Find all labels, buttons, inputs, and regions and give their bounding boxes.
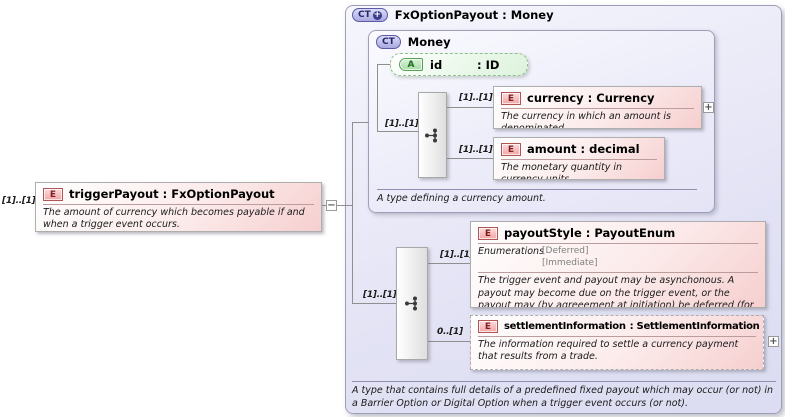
annotation-text: A type defining a currency amount.: [377, 193, 546, 204]
separator: [501, 159, 657, 160]
complex-type-badge-icon: CT: [376, 35, 401, 49]
element-badge-icon: E: [501, 91, 521, 105]
connector-line: [428, 341, 470, 342]
separator: [377, 189, 697, 190]
element-name: payoutStyle: [504, 226, 582, 240]
element-payoutstyle[interactable]: E payoutStyle : PayoutEnum Enumerations …: [470, 221, 766, 308]
enumerations-label: Enumerations: [478, 246, 545, 257]
connector-line: [447, 158, 493, 159]
element-currency[interactable]: E currency : Currency The currency in wh…: [493, 86, 702, 129]
element-settlementinformation[interactable]: E settlementInformation : SettlementInfo…: [470, 315, 764, 370]
separator: [43, 204, 314, 205]
cardinality-sequence-extension: [1]..[1]: [363, 290, 397, 300]
element-triggerpayout[interactable]: E triggerPayout : FxOptionPayout The amo…: [35, 182, 322, 232]
connector-line: [447, 107, 493, 108]
complex-type-title: Money: [407, 35, 451, 49]
collapse-toggle[interactable]: −: [326, 200, 337, 211]
connector-trunk-line: [377, 64, 378, 132]
annotation-text: The currency in which an amount is denom…: [501, 111, 671, 129]
cardinality-triggerpayout: [1]..[1]: [2, 196, 36, 206]
annotation-text: The monetary quantity in currency units.: [501, 162, 622, 180]
separator: [352, 381, 776, 382]
annotation-text: A type that contains full details of a p…: [352, 385, 774, 409]
element-badge-icon: E: [501, 142, 521, 156]
cardinality-sequence-money: [1]..[1]: [385, 119, 419, 129]
annotation-text: The amount of currency which becomes pay…: [43, 207, 305, 231]
extension-plus-icon: +: [372, 9, 382, 20]
enumerations-row: Enumerations [Deferred] [Immediate]: [471, 244, 765, 271]
element-name: currency: [527, 91, 584, 105]
element-type: : FxOptionPayout: [162, 187, 275, 201]
connector-line: [428, 263, 470, 264]
annotation-text: The trigger event and payout may be asyn…: [478, 275, 754, 308]
separator: [478, 243, 758, 244]
attribute-name: id: [430, 57, 443, 72]
element-name: triggerPayout: [69, 187, 159, 201]
expand-toggle[interactable]: +: [703, 102, 714, 113]
attribute-id[interactable]: A id : ID: [390, 53, 528, 76]
element-badge-icon: E: [478, 320, 498, 333]
cardinality-amount: [1]..[1]: [459, 145, 493, 155]
separator: [478, 336, 756, 337]
complex-type-extension-badge-icon: CT+: [352, 8, 388, 22]
element-type: : SettlementInformation: [629, 321, 760, 332]
connector-line: [322, 205, 352, 206]
enumeration-value: [Immediate]: [542, 257, 598, 268]
element-name: settlementInformation: [504, 321, 626, 332]
element-badge-icon: E: [478, 226, 498, 240]
element-amount[interactable]: E amount : decimal The monetary quantity…: [493, 137, 665, 180]
element-type: : Currency: [587, 91, 655, 105]
element-name: amount: [527, 142, 577, 156]
connector-line: [377, 131, 418, 132]
element-type: : PayoutEnum: [585, 226, 676, 240]
enumeration-value: [Deferred]: [542, 246, 589, 256]
connector-line: [352, 303, 397, 304]
complex-type-title: FxOptionPayout : Money: [394, 8, 554, 22]
connector-line: [352, 122, 369, 123]
ct-badge-text: CT: [358, 10, 371, 20]
cardinality-payoutstyle: [1]..[1]: [440, 250, 474, 260]
sequence-compositor[interactable]: [418, 92, 447, 178]
annotation-text: The information required to settle a cur…: [478, 339, 739, 363]
element-badge-icon: E: [43, 187, 63, 201]
attribute-type: : ID: [477, 57, 500, 72]
sequence-compositor[interactable]: [396, 247, 428, 360]
cardinality-currency: [1]..[1]: [459, 93, 493, 103]
separator: [478, 272, 758, 274]
sequence-icon: [404, 296, 417, 311]
sequence-icon: [425, 128, 437, 142]
attribute-badge-icon: A: [399, 58, 423, 71]
connector-trunk-line: [352, 122, 353, 304]
connector-line: [377, 64, 391, 65]
expand-toggle[interactable]: +: [768, 336, 779, 347]
separator: [501, 108, 694, 109]
element-type: : decimal: [580, 142, 640, 156]
cardinality-settlementinformation: 0..[1]: [437, 327, 463, 337]
ct-badge-text: CT: [382, 37, 395, 47]
